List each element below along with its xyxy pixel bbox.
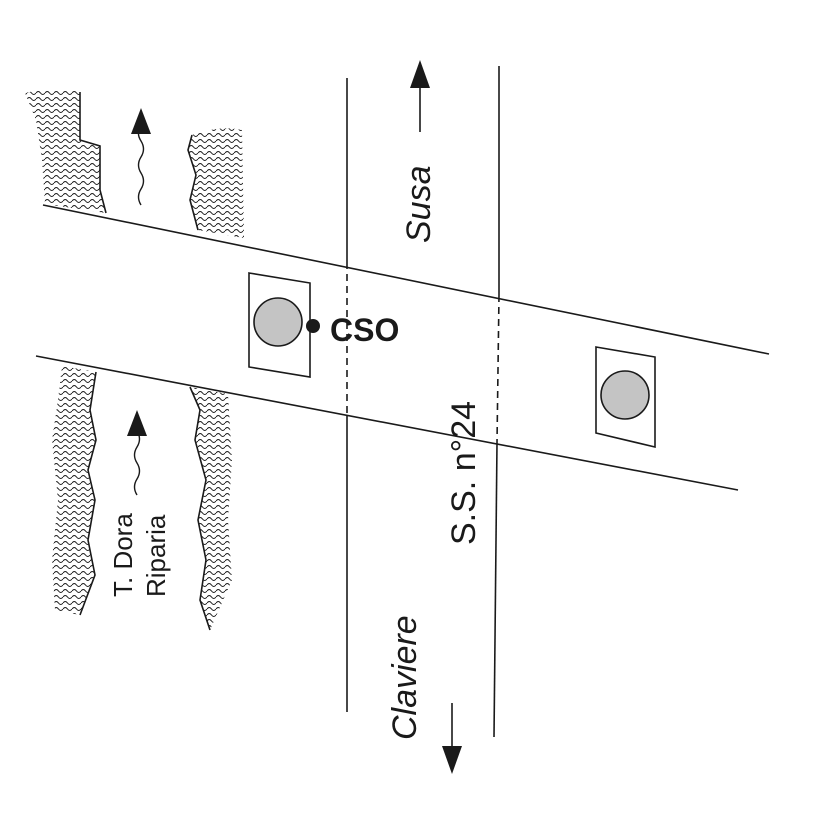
river-bank-lower-right [190, 387, 232, 630]
river-flow-arrowhead-upper [131, 108, 151, 134]
river-label-line1: T. Dora [108, 513, 138, 597]
river-flow-arrowhead-lower [127, 410, 147, 436]
river-bank-upper-left-edge [79, 92, 107, 214]
susa-label: Susa [400, 166, 438, 244]
road-label: S.S. n°24 [445, 401, 483, 545]
bridge-edge-top [42, 204, 770, 355]
river-bank-lower-right-edge [189, 386, 211, 631]
bridge-edge-bottom [35, 355, 739, 491]
cso-label: CSO [330, 312, 399, 348]
claviere-direction-arrowhead [442, 746, 462, 774]
river-flow-line-upper [137, 128, 145, 206]
claviere-label: Claviere [386, 615, 424, 740]
river-bank-upper-left [25, 89, 106, 213]
road-edge-right-hidden [496, 294, 500, 444]
cso-sensor-dot [306, 319, 320, 333]
river-bank-upper-right-edge [187, 134, 199, 231]
river-bank-upper-right [188, 128, 244, 238]
pier-right-frame [595, 346, 656, 449]
river-bank-lower-left [52, 366, 96, 615]
river-label-line2: Riparia [141, 514, 171, 597]
pier-right-circle [600, 370, 650, 420]
susa-direction-arrowhead [410, 60, 430, 88]
river-bank-lower-left-edge [79, 371, 97, 616]
pier-left-frame [248, 272, 311, 378]
road-edge-right-lower [493, 442, 498, 738]
pier-left-circle [253, 297, 303, 347]
